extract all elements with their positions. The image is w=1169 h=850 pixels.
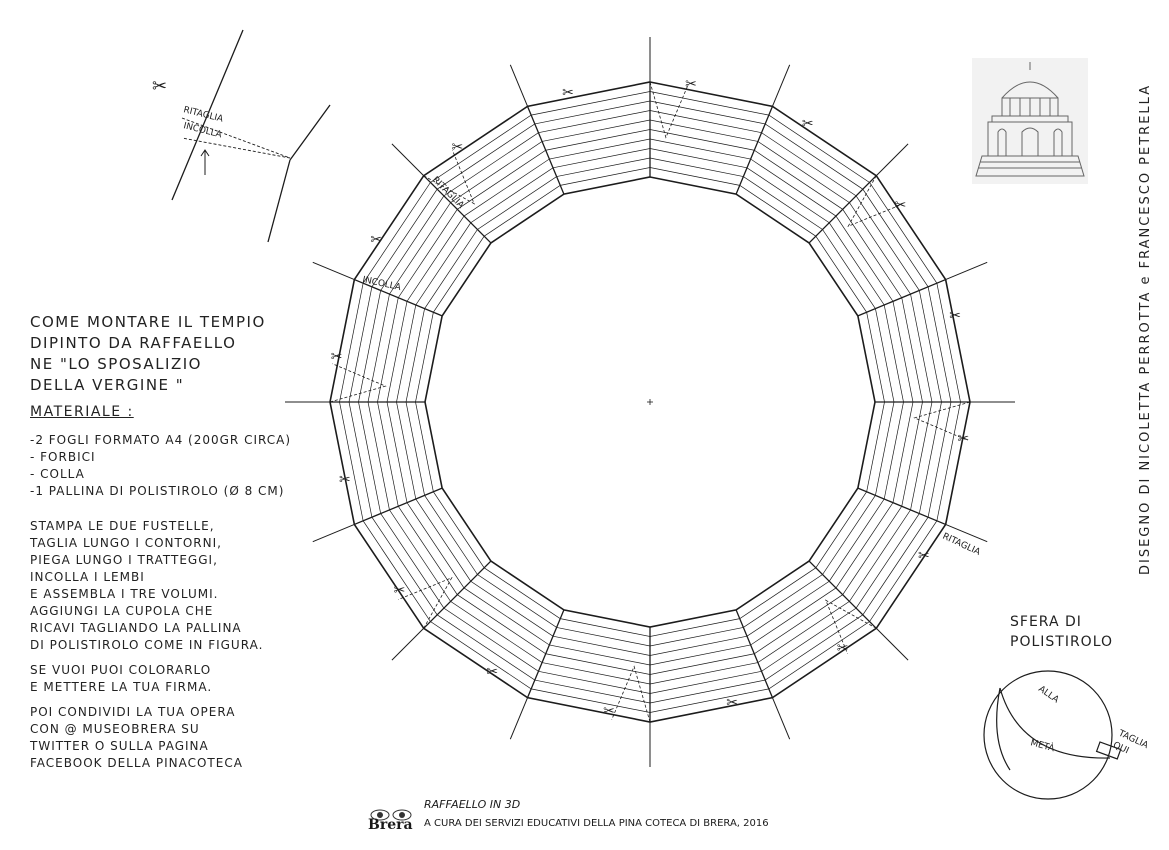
- scissors-icon: ✂: [949, 308, 961, 324]
- footer-title: RAFFAELLO IN 3D: [424, 798, 521, 811]
- instructions-paragraph: POI CONDIVIDI LA TUA OPERA CON @ MUSEOBR…: [30, 705, 243, 770]
- instructions-paragraph: STAMPA LE DUE FUSTELLE, TAGLIA LUNGO I C…: [30, 519, 264, 652]
- materials-list: -2 FOGLI FORMATO A4 (200GR CIRCA) - FORB…: [30, 432, 291, 500]
- scissors-icon: ✂: [726, 695, 738, 711]
- scissors-icon: ✂: [837, 641, 849, 657]
- page-title: COME MONTARE IL TEMPIO DIPINTO DA RAFFAE…: [30, 313, 266, 394]
- scissors-icon: ✂: [685, 77, 697, 93]
- scissors-icon: ✂: [895, 197, 907, 213]
- scissors-icon: ✂: [152, 76, 167, 97]
- scissors-icon: ✂: [486, 664, 498, 680]
- incolla-label: INCOLLA: [182, 121, 223, 140]
- material-item: - COLLA: [30, 467, 85, 481]
- materials-heading: MATERIALE :: [30, 404, 134, 420]
- flap-detail-diagram: [171, 29, 331, 243]
- temple-icon: [972, 58, 1088, 184]
- footer: Brera RAFFAELLO IN 3D A CURA DEI SERVIZI…: [368, 796, 838, 836]
- sphere-label-alla: ALLA: [1036, 684, 1061, 706]
- scissors-icon: ✂: [394, 583, 406, 599]
- scissors-icon: ✂: [918, 548, 930, 564]
- sphere-title: SFERA DI POLISTIROLO: [1010, 614, 1114, 650]
- scissors-icon: ✂: [603, 703, 615, 719]
- instructions-text: STAMPA LE DUE FUSTELLE, TAGLIA LUNGO I C…: [30, 518, 263, 780]
- material-item: -2 FOGLI FORMATO A4 (200GR CIRCA): [30, 433, 291, 447]
- sphere-diagram: [983, 670, 1122, 800]
- scissors-icon: ✂: [802, 116, 814, 132]
- scissors-icon: ✂: [331, 349, 343, 365]
- scissors-icon: ✂: [562, 85, 574, 101]
- credits-text: DISEGNO DI NICOLETTA PERROTTA e FRANCESC…: [1138, 83, 1153, 575]
- scissors-icon: ✂: [370, 232, 382, 248]
- ritaglia-label: RITAGLIA: [941, 532, 983, 559]
- brera-logo-word: Brera: [368, 817, 413, 833]
- scissors-icon: ✂: [957, 431, 969, 447]
- material-item: - FORBICI: [30, 450, 96, 464]
- eyes-logo-icon: [370, 809, 412, 821]
- scissors-icon: ✂: [339, 472, 351, 488]
- material-item: -1 PALLINA DI POLISTIROLO (Ø 8 CM): [30, 484, 285, 498]
- ring-template: [285, 37, 1015, 767]
- instructions-paragraph: SE VUOI PUOI COLORARLO E METTERE LA TUA …: [30, 663, 213, 694]
- footer-subtitle: A CURA DEI SERVIZI EDUCATIVI DELLA PINA …: [424, 818, 769, 829]
- sphere-label-meta: METÀ: [1029, 736, 1056, 754]
- scissors-icon: ✂: [452, 139, 464, 155]
